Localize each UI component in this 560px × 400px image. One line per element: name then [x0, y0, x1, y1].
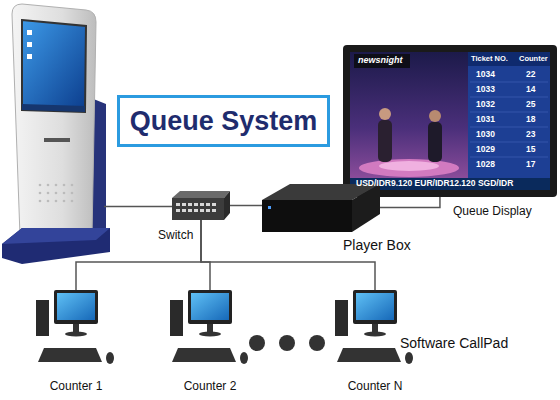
table-cell: 1029 [476, 145, 495, 154]
table-header-cell: Counter [519, 55, 548, 63]
network-cable [380, 197, 440, 208]
power-led [268, 206, 271, 209]
table-cell: 1030 [476, 130, 495, 139]
keyboard [38, 348, 102, 362]
guest [428, 122, 442, 162]
switch-front [172, 198, 224, 220]
channel-logo-box [354, 54, 410, 68]
monitor-base [65, 332, 87, 337]
monitor-base [364, 332, 386, 337]
dot [249, 335, 265, 351]
presenter-head [379, 108, 391, 120]
switch-side [224, 191, 230, 220]
pc-tower [335, 300, 348, 336]
kiosk [2, 4, 110, 264]
dot [309, 335, 325, 351]
desktop-icon [27, 30, 32, 35]
mouse [405, 352, 413, 364]
network-cable [201, 220, 375, 290]
ticket-table [468, 52, 550, 178]
monitor [54, 290, 98, 324]
player-box-device [262, 184, 380, 232]
ticket-slot [44, 138, 70, 142]
table-cell: 1028 [476, 160, 495, 169]
counter-node: Counter 2 [188, 290, 232, 334]
switch-ports [176, 203, 216, 212]
network-cable [76, 220, 201, 290]
monitor [353, 290, 397, 324]
desktop-icon [27, 42, 32, 47]
counter-node: Counter N [353, 290, 397, 334]
device-label: Counter 2 [170, 380, 250, 393]
tv-bezel [343, 45, 557, 197]
monitor-stand [207, 324, 213, 332]
table-cell: 23 [526, 130, 535, 139]
tv-video [350, 52, 468, 178]
guest-head [429, 110, 441, 122]
counter-node: Counter 1 [54, 290, 98, 334]
table-cell: 1031 [476, 115, 495, 124]
player-front [262, 200, 352, 232]
counter-pc [335, 290, 413, 364]
table-cell: 14 [526, 85, 535, 94]
monitor-screen [57, 293, 95, 320]
keyboard [172, 348, 236, 362]
mouse [240, 352, 248, 364]
kiosk-base [2, 228, 110, 264]
ellipsis-dots [249, 335, 325, 351]
table-cell: 22 [526, 70, 535, 79]
table-rules [470, 82, 548, 157]
studio-desk [379, 161, 439, 171]
device-label: Switch [158, 229, 193, 242]
table-cell: 25 [526, 100, 535, 109]
keyboard [337, 348, 401, 362]
counter-pc [170, 290, 248, 364]
table-cell: 15 [526, 145, 535, 154]
counter-pc [36, 290, 114, 364]
table-header [468, 52, 550, 66]
table-cell: 18 [526, 115, 535, 124]
pc-tower [36, 300, 49, 336]
network-switch [172, 191, 230, 220]
monitor-stand [372, 324, 378, 332]
kiosk-taskbar [22, 104, 85, 112]
player-box-node: Player Box [262, 183, 380, 232]
table-header-cell: Ticket NO. [471, 55, 508, 63]
channel-logo: newsnight [358, 56, 403, 66]
table-cell: 17 [526, 160, 535, 169]
pc-tower [170, 300, 183, 336]
speaker-grille [39, 184, 74, 203]
mouse [106, 352, 114, 364]
kiosk-screen [22, 20, 86, 112]
device-label: Queue Display [453, 205, 532, 218]
desktop-icon [27, 54, 32, 59]
device-label: Counter N [335, 380, 415, 393]
annotation: Software CallPad [400, 336, 508, 351]
switch-top [172, 191, 230, 198]
studio-floor [359, 159, 459, 177]
device-label: Counter 1 [36, 380, 116, 393]
ticker-text: USD/IDR9.120 EUR/IDR12.120 SGD/IDR [356, 179, 513, 188]
monitor-base [199, 332, 221, 337]
monitor-screen [356, 293, 394, 320]
network-cable [104, 206, 172, 208]
network-cable [201, 220, 210, 290]
dot [279, 335, 295, 351]
display-node: Queue Display [343, 45, 557, 197]
player-side [352, 184, 380, 232]
queue-display-tv [343, 45, 557, 197]
monitor [188, 290, 232, 324]
switch-node: Switch [172, 191, 230, 220]
network-cable [230, 205, 262, 207]
table-cell: 1032 [476, 100, 495, 109]
kiosk-body [12, 4, 96, 236]
table-cell: 1034 [476, 70, 495, 79]
kiosk-base-top [2, 228, 110, 244]
table-cell: 1033 [476, 85, 495, 94]
device-label: Player Box [343, 238, 411, 253]
monitor-screen [191, 293, 229, 320]
title-box: Queue System [117, 95, 330, 147]
presenter [378, 120, 392, 162]
monitor-stand [73, 324, 79, 332]
